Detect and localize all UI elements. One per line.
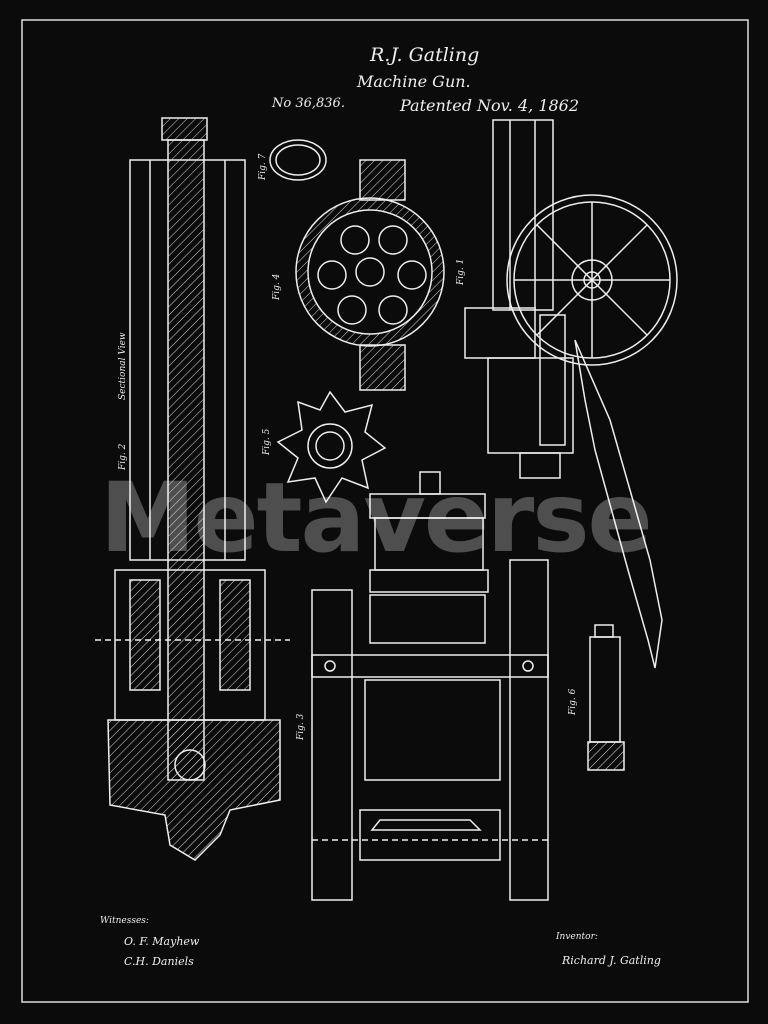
fig7-label: Fig. 7 [258,153,268,180]
patent-date: Patented Nov. 4, 1862 [400,96,580,115]
fig7-ring-drawing [270,140,326,180]
fig6-cartridge [588,625,624,770]
fig6-label: Fig. 6 [568,688,578,715]
fig2-caption: Sectional View [118,332,128,400]
fig3-label: Fig. 3 [296,713,306,740]
fig2-label: Fig. 2 [118,443,128,470]
fig4-cylinder-section [296,160,444,390]
invention-title: Machine Gun. [357,72,471,91]
fig1-label: Fig. 1 [456,258,466,285]
fig1-side-view [465,120,677,668]
witness-1-signature: O. F. Mayhew [124,935,200,948]
fig5-carrier-wheel [278,392,385,502]
patent-number: No 36,836. [272,96,345,111]
fig2-sectional-drawing [95,118,290,860]
inventor-name: R.J. Gatling [370,44,480,66]
page-border [22,20,748,1002]
witness-2-signature: C.H. Daniels [124,955,194,968]
inventor-label: Inventor: [556,932,598,942]
watermark: Metaverse [100,462,653,574]
fig4-label: Fig. 4 [272,273,282,300]
fig5-label: Fig. 5 [262,428,272,455]
witnesses-label: Witnesses: [100,916,149,926]
inventor-signature: Richard J. Gatling [562,954,661,967]
fig3-front-view [312,472,548,900]
